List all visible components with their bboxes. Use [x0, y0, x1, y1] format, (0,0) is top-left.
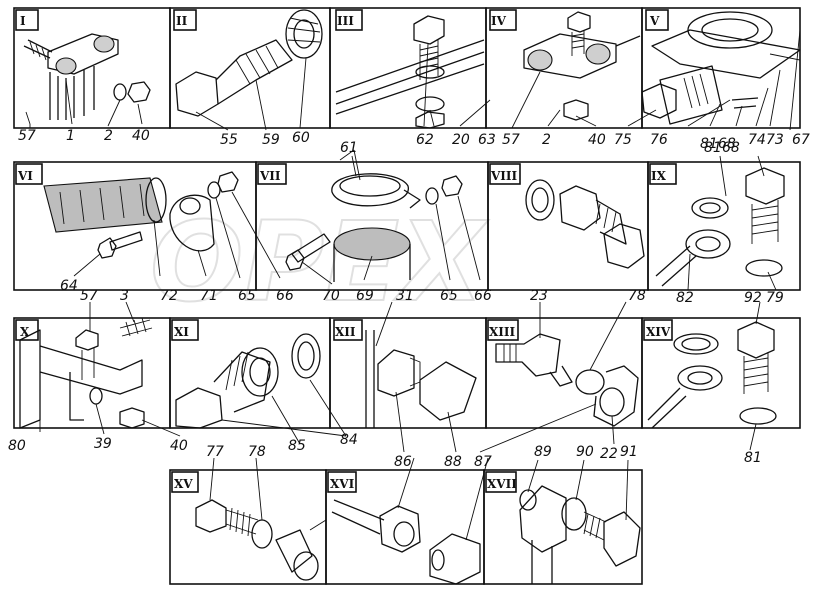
callout: 68	[718, 136, 736, 152]
callout: 62	[416, 132, 434, 148]
callout: 65	[440, 288, 458, 304]
callout: 71	[200, 288, 218, 304]
callout: 91	[620, 444, 638, 460]
panel-4: IV	[485, 7, 643, 129]
callout: 79	[766, 290, 784, 306]
callout: 66	[474, 288, 492, 304]
callout: 85	[288, 438, 306, 454]
panel-7-label: VII	[259, 169, 281, 183]
panel-12-label: XII	[335, 325, 356, 339]
callouts: 57 1 2 40 55 59 60 62 20 63 57 2 40 75 7…	[8, 128, 810, 470]
panel-13-label: XIII	[489, 325, 516, 339]
panel-14: XIV	[641, 317, 801, 429]
callout: 73	[766, 132, 784, 148]
callout: 1	[66, 128, 75, 144]
callout: 40	[132, 128, 150, 144]
callout: 57	[502, 132, 520, 148]
callout: 86	[394, 454, 412, 470]
panel-1: I	[13, 7, 171, 129]
callout: 76	[650, 132, 668, 148]
callout: 63	[478, 132, 496, 148]
callout: 55	[220, 132, 238, 148]
panel-11-label: XI	[174, 325, 189, 339]
callout: 72	[160, 288, 178, 304]
panel-4-label: IV	[491, 14, 507, 28]
panel-10: X	[13, 317, 171, 429]
panel-15: XV	[169, 469, 327, 585]
panel-10-label: X	[20, 325, 30, 339]
panel-8: VIII	[487, 161, 649, 291]
panel-15-label: XV	[174, 477, 193, 491]
callout: 39	[94, 436, 112, 452]
callout: 57	[18, 128, 36, 144]
panel-2-label: II	[176, 14, 188, 28]
panel-9: IX	[647, 161, 801, 291]
panel-17: XVII	[483, 469, 643, 585]
panel-7: VII	[255, 161, 489, 291]
callout: 89	[534, 444, 552, 460]
panel-14-label: XIV	[646, 325, 671, 339]
callout: 40	[170, 438, 188, 454]
callout: 31	[396, 288, 414, 304]
callout: 81	[700, 136, 718, 152]
callout: 87	[474, 454, 492, 470]
panel-8-label: VIII	[490, 169, 518, 183]
panel-13: XIII	[485, 317, 643, 429]
callout: 69	[356, 288, 374, 304]
callout: 77	[206, 444, 224, 460]
callout: 82	[676, 290, 694, 306]
callout: 61	[340, 140, 358, 156]
panel-17-label: XVII	[487, 477, 517, 491]
callout: 67	[792, 132, 810, 148]
panel-9-label: IX	[651, 169, 667, 183]
panel-5: V	[641, 7, 801, 129]
callout: 81	[704, 140, 722, 156]
callout: 64	[60, 278, 78, 294]
callout: 40	[588, 132, 606, 148]
callout: 66	[276, 288, 294, 304]
callout: 60	[292, 130, 310, 146]
callout: 65	[238, 288, 256, 304]
callout: 90	[576, 444, 594, 460]
panel-6-label: VI	[17, 169, 33, 183]
panel-16-label: XVI	[330, 477, 355, 491]
panel-3: III	[329, 7, 487, 129]
panel-11: XI	[169, 317, 331, 429]
panel-2: II	[169, 7, 331, 129]
callout: 2	[542, 132, 551, 148]
callout: 75	[614, 132, 632, 148]
callout: 88	[444, 454, 462, 470]
callout: 80	[8, 438, 26, 454]
leader-lines	[25, 29, 801, 541]
callout: 74	[748, 132, 766, 148]
panel-1-label: I	[20, 14, 26, 28]
panel-5-label: V	[649, 14, 660, 28]
callout: 22	[600, 446, 618, 462]
callout: 78	[628, 288, 646, 304]
callout: 57	[80, 288, 98, 304]
panel-3-label: III	[337, 14, 354, 28]
callout: 59	[262, 132, 280, 148]
callout: 92	[744, 290, 762, 306]
panel-16: XVI	[325, 469, 485, 585]
callout: 2	[104, 128, 113, 144]
callout: 68	[722, 140, 740, 156]
callout: 20	[452, 132, 470, 148]
callout: 3	[120, 288, 129, 304]
callout: 23	[530, 288, 548, 304]
callout: 81	[744, 450, 762, 466]
callout: 78	[248, 444, 266, 460]
watermark: OPEX	[150, 198, 489, 326]
panel-12: XII	[329, 317, 487, 429]
callout: 70	[322, 288, 340, 304]
callout: 84	[340, 432, 358, 448]
